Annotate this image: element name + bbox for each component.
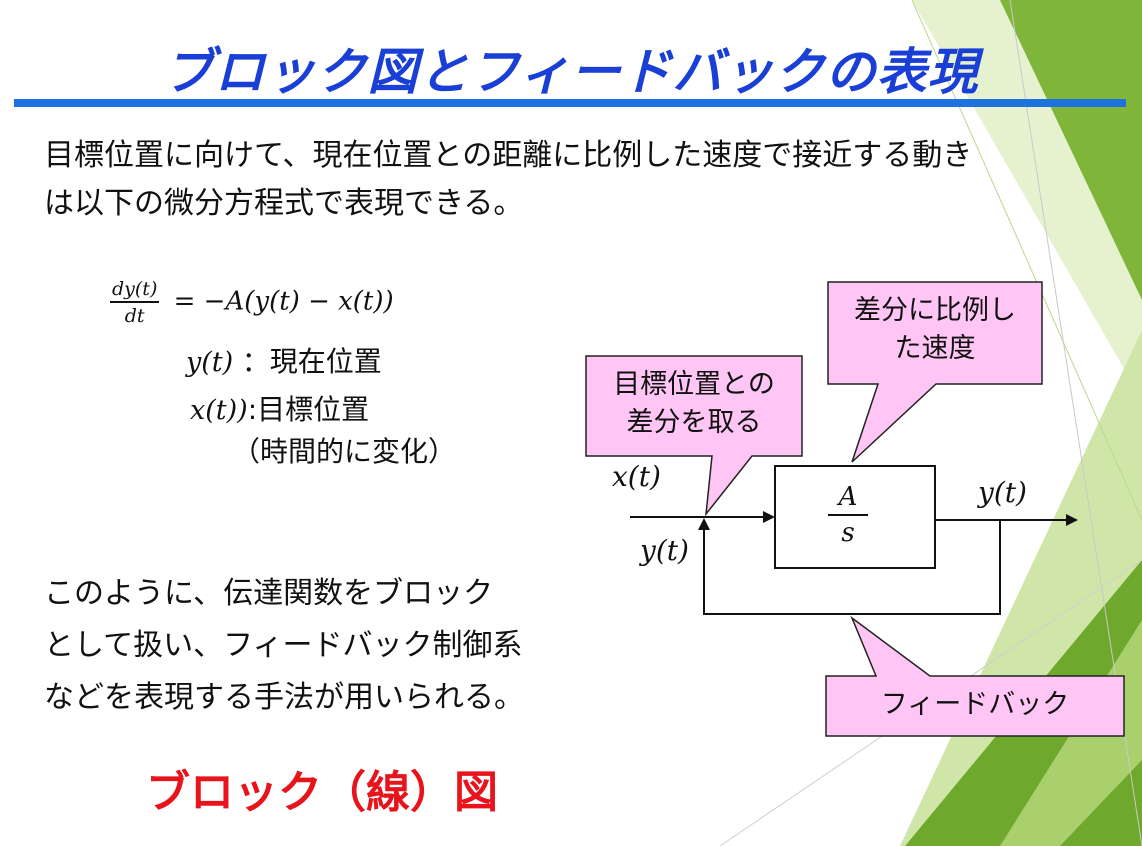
transfer-function-numerator: A <box>828 482 868 516</box>
green-bg-line-1 <box>911 0 1142 521</box>
body-line-1: このように、伝達関数をブロック <box>44 576 494 611</box>
feedback-loop-line <box>703 520 1001 615</box>
feedback-arrowhead <box>698 518 710 530</box>
green-bg-dark-band <box>1000 0 1142 300</box>
equation-fraction: dy(t) dt <box>110 278 160 327</box>
callout-feedback-text: フィードバック <box>880 689 1070 720</box>
intro-line-1: 目標位置に向けて、現在位置との距離に比例した速度で接近する動き <box>44 138 973 173</box>
body-line-2: として扱い、フィードバック制御系 <box>44 628 523 663</box>
equation-numerator: dy(t) <box>110 278 160 303</box>
body-line-3: などを表現する手法が用いられる。 <box>44 680 524 715</box>
var-y-description: ：現在位置 <box>241 345 382 378</box>
equation-denominator: dt <box>124 305 145 327</box>
callout-speed-line-2: た速度 <box>894 333 976 364</box>
var-x-note: （時間的に変化） <box>232 435 457 468</box>
intro-line-2: は以下の微分方程式で表現できる。 <box>44 186 524 221</box>
body-text: このように、伝達関数をブロック として扱い、フィードバック制御系 などを表現する… <box>44 568 524 724</box>
var-x-definition: x(t)):目標位置 <box>190 388 369 428</box>
callout-speed-shape <box>827 281 1043 463</box>
var-y-definition: y(t) ：現在位置 <box>186 340 382 380</box>
differential-equation: dy(t) dt = −A(y(t) − x(t)) <box>110 278 394 327</box>
var-x-description: :目標位置 <box>247 393 370 426</box>
title-underline <box>14 99 1126 107</box>
input-signal-label: x(t) <box>612 460 661 493</box>
callout-diff-text: 目標位置との 差分を取る <box>586 366 802 442</box>
block-diagram-label: ブロック（線）図 <box>146 767 498 818</box>
output-signal-label: y(t) <box>978 476 1027 509</box>
equation-rhs: = −A(y(t) − x(t)) <box>173 286 394 317</box>
var-y-symbol: y(t) <box>186 347 234 378</box>
transfer-function-block <box>774 465 936 569</box>
var-x-symbol: x(t)) <box>190 395 248 426</box>
transfer-function: A s <box>828 482 868 548</box>
callout-speed-text: 差分に比例し た速度 <box>828 292 1042 368</box>
callout-feedback-shape <box>825 615 1125 737</box>
callout-diff-line-2: 差分を取る <box>626 407 762 438</box>
output-arrowhead <box>1066 514 1078 526</box>
intro-text: 目標位置に向けて、現在位置との距離に比例した速度で接近する動き は以下の微分方程… <box>44 132 1134 228</box>
slide-title: ブロック図とフィードバックの表現 <box>163 43 979 101</box>
input-arrowhead <box>763 511 775 523</box>
callout-speed-line-1: 差分に比例し <box>854 295 1016 326</box>
transfer-function-denominator: s <box>841 518 855 548</box>
callout-diff-line-1: 目標位置との <box>613 369 775 400</box>
callout-diff-shape <box>585 355 803 517</box>
feedback-signal-label: y(t) <box>640 534 689 567</box>
